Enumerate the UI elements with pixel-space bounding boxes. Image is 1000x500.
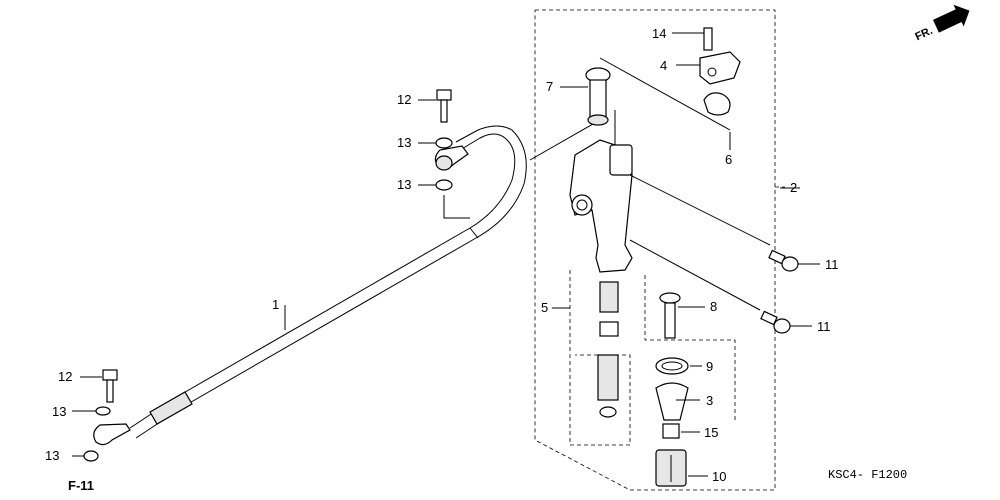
callout-11-upper: 11 [825, 257, 839, 272]
master-cylinder-body [529, 110, 771, 311]
brake-hose [93, 125, 527, 446]
cap-plate [699, 51, 741, 85]
callout-15: 15 [704, 425, 718, 440]
lock-nut [662, 423, 680, 439]
callout-2: 2 [790, 180, 797, 195]
primary-cup [599, 321, 619, 337]
sealing-washer-upper-1 [435, 137, 453, 149]
banjo-bolt-head-upper [436, 89, 452, 101]
circlip [655, 357, 689, 375]
hose-eye-fitting-lower [93, 423, 131, 446]
hose-joint [585, 67, 611, 126]
mount-bolt-lower-shank [760, 310, 778, 326]
callout-12-lower: 12 [58, 369, 72, 384]
diagram-code: KSC4- F1200 [828, 468, 907, 482]
callout-13-lower-2: 13 [45, 448, 59, 463]
callouts: 1 2 3 4 5 6 7 8 9 10 11 11 12 12 13 13 1… [45, 26, 839, 484]
rubber-boot [655, 382, 689, 421]
hose-sleeve-lower [149, 391, 193, 425]
callout-13-upper-2: 13 [397, 177, 411, 192]
secondary-cup [599, 406, 617, 418]
sealing-washer-lower-1 [95, 406, 111, 416]
reference-label: F-11 [68, 478, 94, 493]
callout-11-lower: 11 [817, 319, 831, 334]
leader-lines [72, 32, 820, 477]
callout-12-upper: 12 [397, 92, 411, 107]
push-rod-head [659, 292, 681, 304]
sealing-washer-lower-2 [83, 450, 99, 462]
lower-banjo-group [83, 369, 118, 462]
sealing-washer-upper-2 [435, 179, 453, 191]
callout-5: 5 [541, 300, 548, 315]
spring-upper [599, 281, 619, 313]
assembly-outline [534, 9, 785, 491]
mount-bolt-upper-head [781, 256, 799, 272]
pushrod-group [644, 275, 736, 487]
cylinder-port [571, 194, 593, 216]
cylinder-top-boss [609, 144, 633, 176]
diaphragm [703, 92, 731, 116]
piston-set [569, 270, 631, 446]
callout-10: 10 [712, 469, 726, 484]
callout-9: 9 [706, 359, 713, 374]
front-direction-arrow: FR. [913, 4, 970, 43]
mount-bolt-lower-head [773, 318, 791, 334]
banjo-bolt-shank-lower [106, 379, 114, 403]
callout-14: 14 [652, 26, 666, 41]
cap-screw [703, 27, 713, 51]
push-rod [664, 302, 676, 339]
callout-13-upper-1: 13 [397, 135, 411, 150]
callout-7: 7 [546, 79, 553, 94]
callout-4: 4 [660, 58, 667, 73]
callout-3: 3 [706, 393, 713, 408]
front-direction-label: FR. [913, 25, 934, 43]
piston [597, 354, 619, 401]
callout-1: 1 [272, 297, 279, 312]
hose-eye-upper [435, 155, 453, 171]
banjo-bolt-head-lower [102, 369, 118, 381]
callout-13-lower-1: 13 [52, 404, 66, 419]
mount-bolts [760, 249, 799, 334]
callout-6: 6 [725, 152, 732, 167]
callout-8: 8 [710, 299, 717, 314]
cap-group [599, 27, 741, 131]
upper-banjo-group [435, 89, 470, 219]
banjo-bolt-shank-upper [440, 99, 448, 123]
